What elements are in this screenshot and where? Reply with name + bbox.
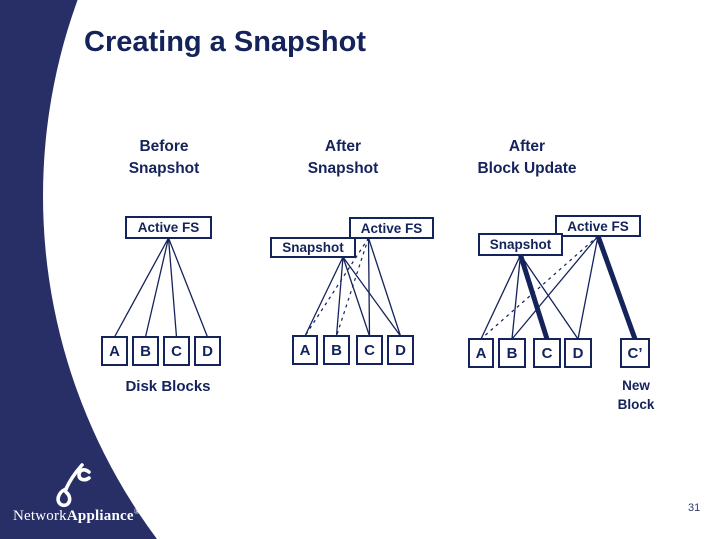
diagram-header: After Snapshot <box>307 138 379 177</box>
disk-blocks-caption: Disk Blocks <box>125 378 211 395</box>
new-block-caption: New Block <box>617 378 655 412</box>
active-fs-box: Active FS <box>125 216 212 239</box>
disk-block-d: D <box>194 336 221 366</box>
network-appliance-logo-icon <box>56 463 91 508</box>
diagram-header: Before Snapshot <box>128 138 200 177</box>
disk-block-c: C <box>533 338 561 368</box>
network-appliance-wordmark: NetworkAppliance® <box>13 507 140 524</box>
background-arc <box>43 0 719 539</box>
disk-block-c: C <box>163 336 190 366</box>
snapshot-box: Snapshot <box>478 233 563 256</box>
disk-block-a: A <box>292 335 318 365</box>
disk-block-d: D <box>387 335 414 365</box>
page-number: 31 <box>688 502 701 514</box>
disk-block-b: B <box>498 338 526 368</box>
active-fs-box: Active FS <box>555 215 641 237</box>
diagram-header: After Block Update <box>477 138 577 177</box>
disk-block-a: A <box>468 338 494 368</box>
disk-block-a: A <box>101 336 128 366</box>
disk-block-d: D <box>564 338 592 368</box>
snapshot-box: Snapshot <box>270 237 356 258</box>
new-block-c-prime: C’ <box>620 338 650 368</box>
page-title: Creating a Snapshot <box>84 26 366 58</box>
disk-block-b: B <box>132 336 159 366</box>
active-fs-box: Active FS <box>349 217 434 239</box>
disk-block-b: B <box>323 335 350 365</box>
disk-block-c: C <box>356 335 383 365</box>
